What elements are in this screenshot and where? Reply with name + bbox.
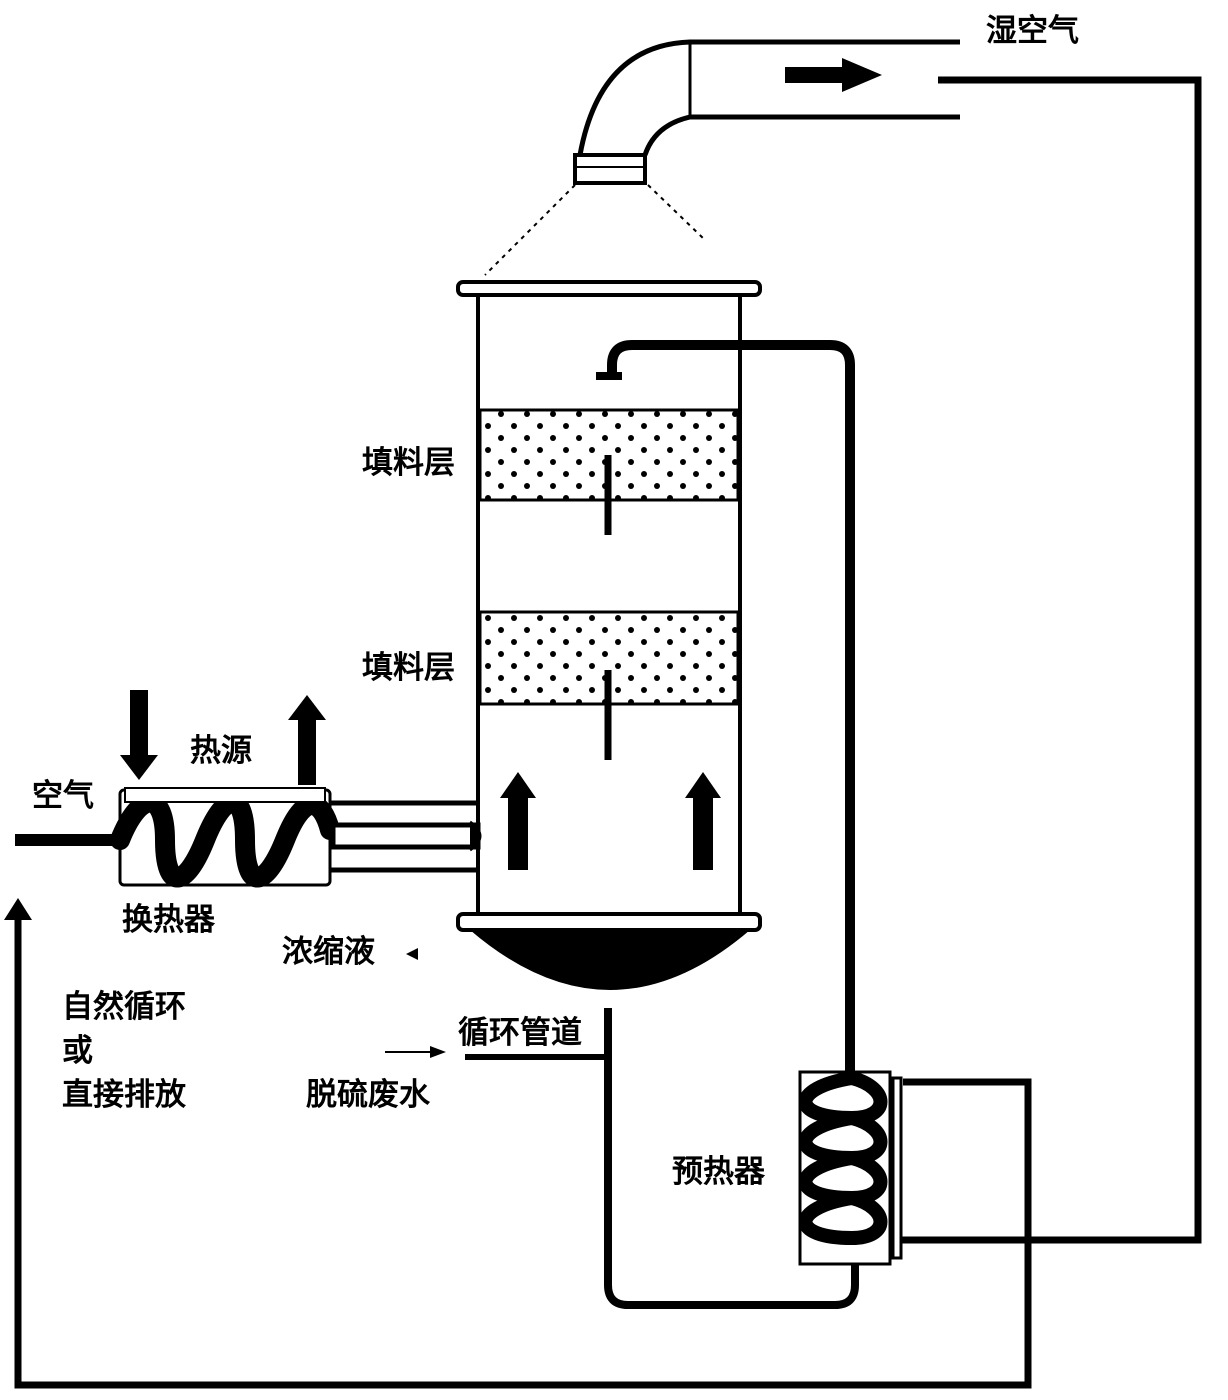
return-arrow-head — [4, 898, 32, 920]
hot-air-connector — [330, 800, 481, 873]
natural-circulation-label-3: 直接排放 — [62, 1077, 186, 1113]
circulation-feed-pipe — [607, 340, 855, 1072]
wet-air-label: 湿空气 — [986, 13, 1079, 49]
circulation-pipe — [604, 1008, 859, 1309]
circulation-pipe-label: 循环管道 — [458, 1015, 582, 1051]
preheater — [798, 1070, 903, 1266]
spray-nozzle — [596, 372, 622, 380]
updraft-arrow — [685, 772, 721, 870]
heat-exchanger-label: 换热器 — [122, 902, 215, 938]
hot-air-nozzle — [469, 820, 482, 852]
wet-air-return-line — [890, 76, 1202, 1244]
preheater-label: 预热器 — [672, 1154, 765, 1190]
heat-source-out-arrow — [288, 695, 326, 785]
outlet-duct — [573, 39, 960, 185]
natural-circulation-label-1: 自然循环 — [62, 989, 186, 1025]
desulfurization-wastewater-label: 脱硫废水 — [306, 1077, 430, 1113]
hood-cone — [484, 184, 706, 276]
packing-layer-lower-label: 填料层 — [362, 650, 455, 686]
heat-source-in-arrow — [120, 690, 158, 780]
heat-source-label: 热源 — [190, 733, 252, 769]
heat-exchanger — [110, 787, 340, 888]
air-label: 空气 — [32, 778, 94, 814]
concentrate-arrow — [406, 948, 418, 960]
wastewater-inlet-arrow — [385, 1046, 446, 1058]
concentrate-label: 浓缩液 — [282, 934, 375, 970]
wet-air-flow-arrow — [785, 58, 882, 92]
updraft-arrow — [500, 772, 536, 870]
preheater-air-loop — [14, 912, 1032, 1389]
packing-layer-upper-label: 填料层 — [362, 445, 455, 481]
natural-circulation-label-2: 或 — [62, 1033, 93, 1069]
tower-shell — [456, 280, 762, 990]
